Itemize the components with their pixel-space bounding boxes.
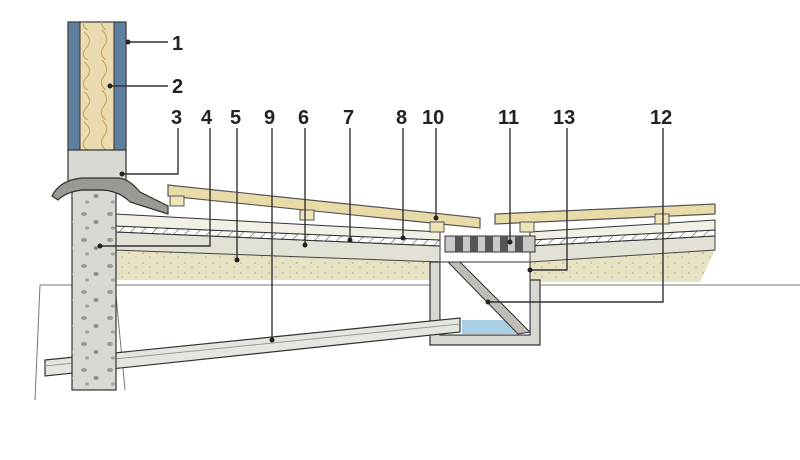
callout-1: 1 [172, 33, 183, 55]
wall-panel [67, 21, 127, 191]
foundation-wall [71, 189, 117, 391]
callout-labels: 1 2 3 4 5 9 6 7 8 10 11 13 12 [171, 33, 672, 129]
callout-13: 13 [553, 107, 575, 129]
callout-2: 2 [172, 76, 183, 98]
insulation-strip-left [67, 21, 81, 153]
callout-12: 12 [650, 107, 672, 129]
joist-1 [169, 195, 185, 207]
callout-10: 10 [422, 107, 444, 129]
soil-fill-right-texture [530, 250, 715, 282]
callout-6: 6 [298, 107, 309, 129]
drain-pit [429, 261, 541, 346]
callout-7: 7 [343, 107, 354, 129]
floor-boards-right [494, 203, 716, 225]
water-in-pit [462, 320, 520, 334]
soil-fill-texture [115, 250, 440, 280]
ground-line [34, 284, 800, 401]
drip-flashing [51, 177, 169, 215]
joist-2 [299, 209, 315, 221]
joist-3 [429, 221, 445, 233]
callout-9: 9 [264, 107, 275, 129]
callout-4: 4 [201, 107, 213, 129]
leader-lines [97, 39, 664, 343]
joist-5 [654, 213, 670, 225]
joist-4 [519, 221, 535, 233]
callout-3: 3 [171, 107, 182, 129]
callout-5: 5 [230, 107, 241, 129]
floor-boards-left [167, 184, 481, 229]
drain-baffle [446, 261, 532, 335]
drain-grate [444, 235, 536, 253]
callout-8: 8 [396, 107, 407, 129]
insulation-strip-right [113, 21, 127, 153]
callout-11: 11 [498, 107, 519, 129]
